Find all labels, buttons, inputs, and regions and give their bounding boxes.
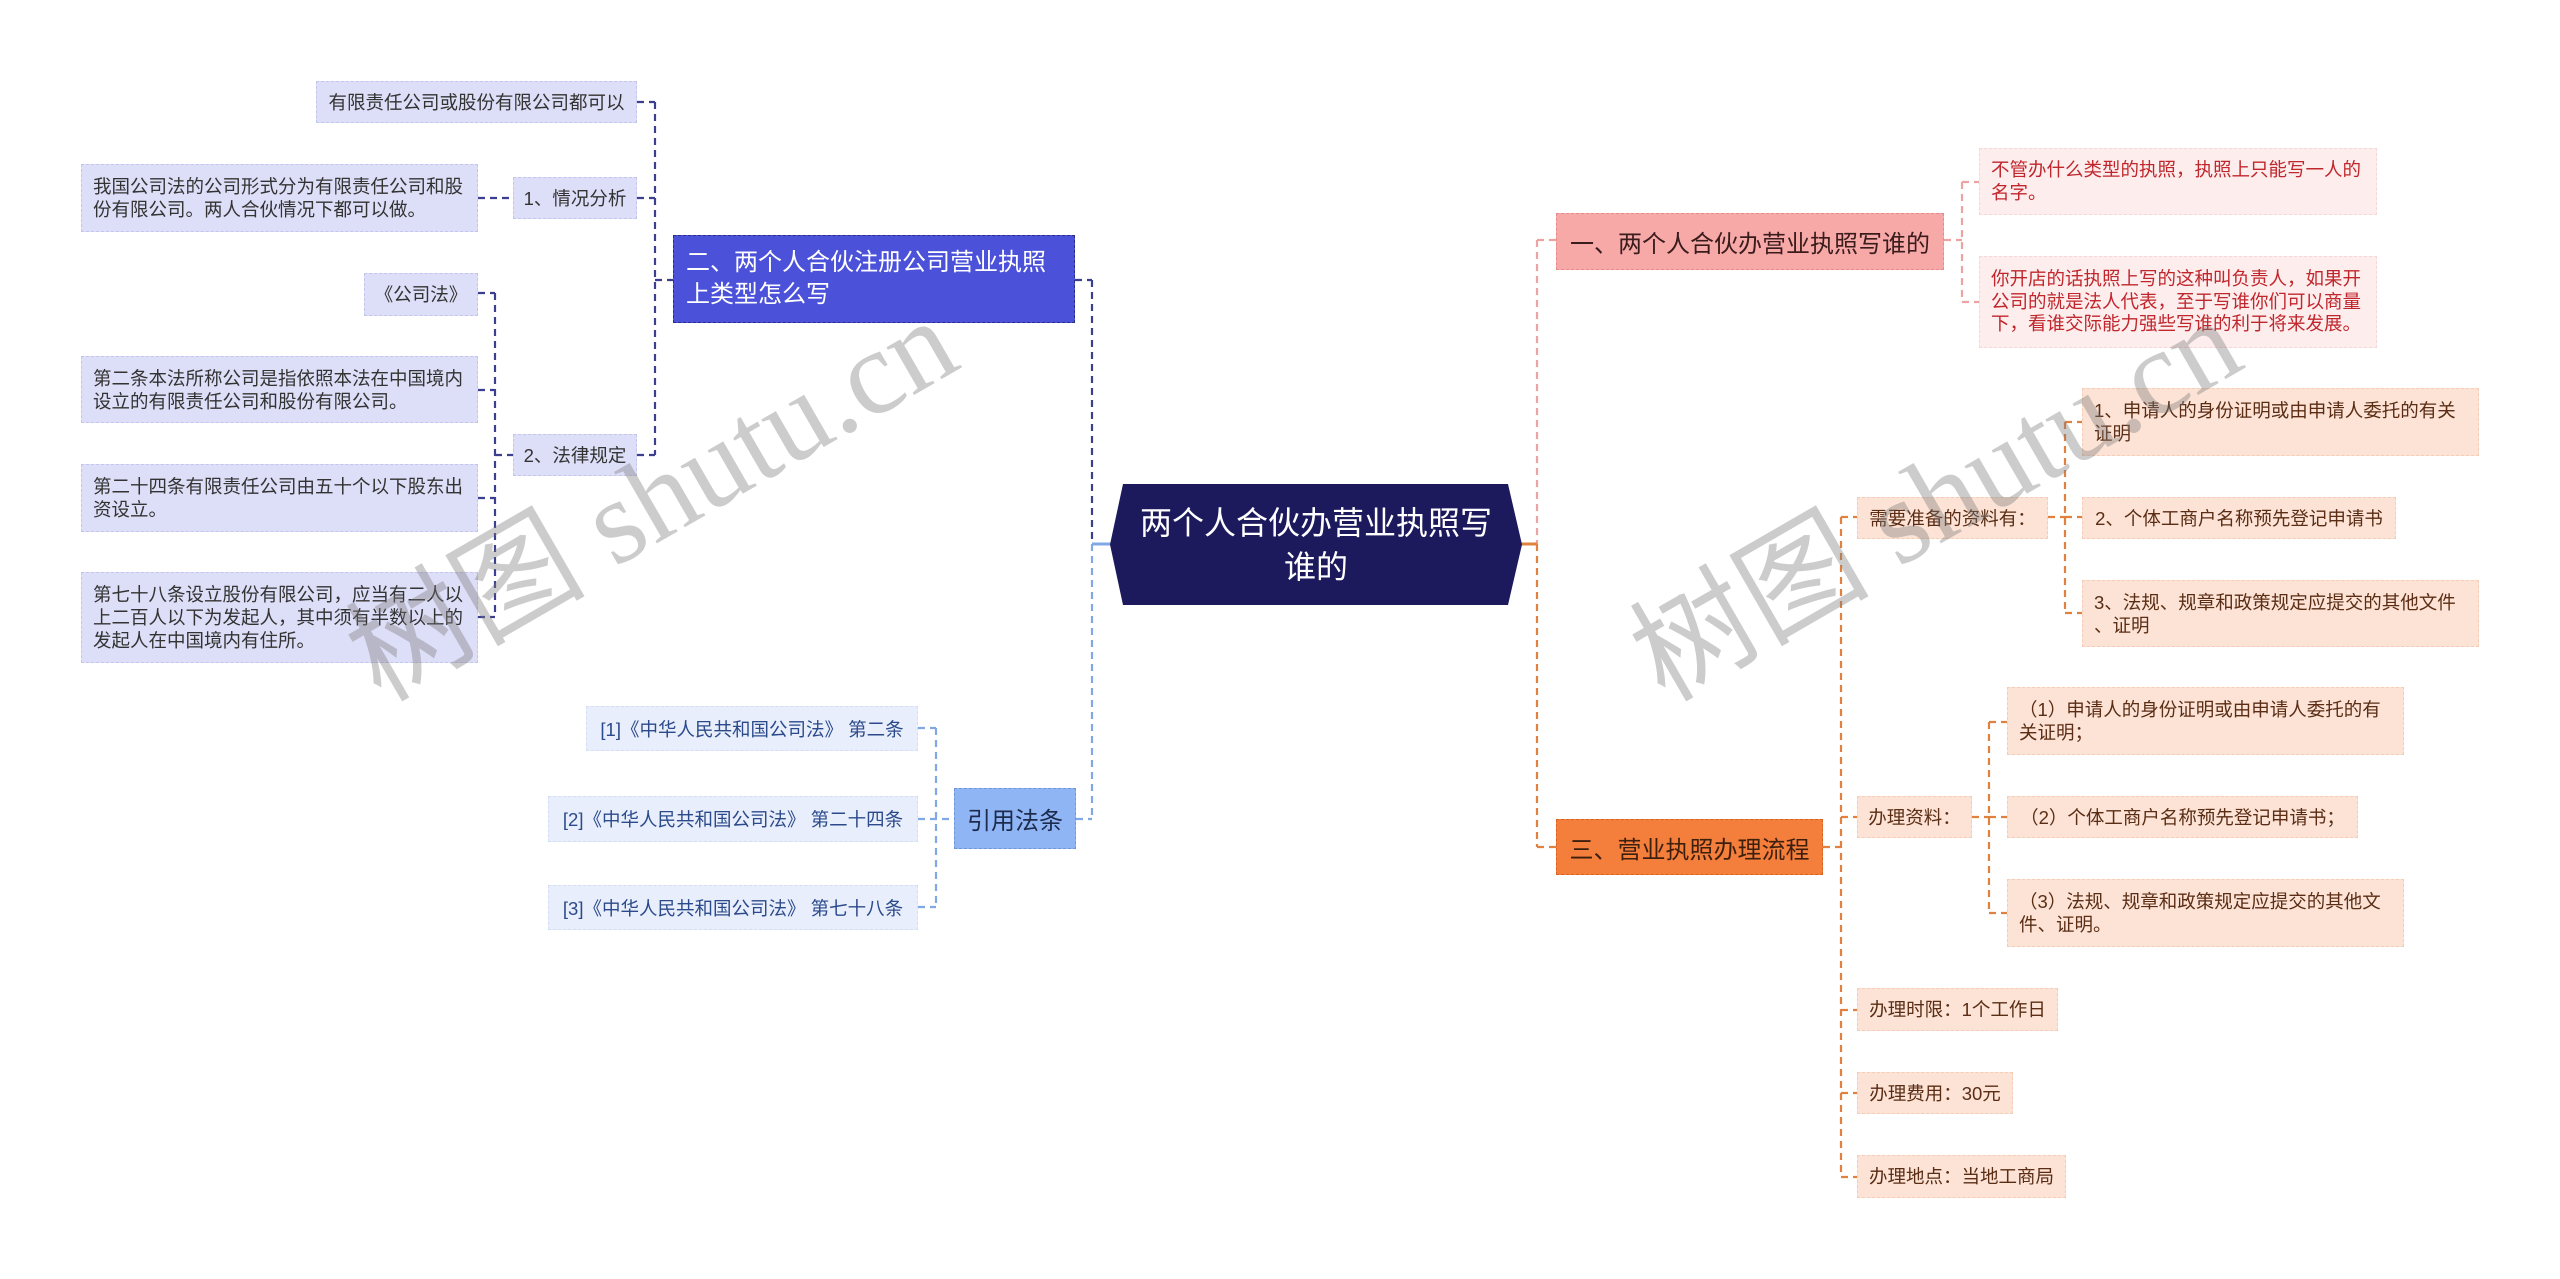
node-label: 《公司法》 — [374, 284, 468, 305]
node-label: 2、个体工商户名称预先登记申请书 — [2095, 507, 2383, 529]
node-label: [1]《中华人民共和国公司法》 第二条 — [600, 718, 904, 740]
node-only-one-name[interactable]: 不管办什么类型的执照，执照上只能写一人的名字。 — [1979, 148, 2377, 215]
node-processing-material-1[interactable]: （1）申请人的身份证明或由申请人委托的有关证明； — [2007, 687, 2404, 755]
node-processing-fee[interactable]: 办理费用：30元 — [1857, 1072, 2013, 1114]
node-analysis-detail[interactable]: 我国公司法的公司形式分为有限责任公司和股份有限公司。两人合伙情况下都可以做。 — [81, 164, 478, 232]
node-label: [3]《中华人民共和国公司法》 第七十八条 — [562, 897, 904, 919]
node-responsible-person[interactable]: 你开店的话执照上写的这种叫负责人，如果开公司的就是法人代表，至于写谁你们可以商量… — [1979, 256, 2377, 348]
node-branch-whose-name[interactable]: 一、两个人合伙办营业执照写谁的 — [1556, 213, 1944, 270]
node-reference-3[interactable]: [3]《中华人民共和国公司法》 第七十八条 — [548, 885, 918, 930]
node-label: 1、申请人的身份证明或由申请人委托的有关证明 — [2094, 400, 2456, 444]
node-label: （2）个体工商户名称预先登记申请书； — [2020, 806, 2345, 828]
node-label: 有限责任公司或股份有限公司都可以 — [328, 91, 625, 113]
node-label: （1）申请人的身份证明或由申请人委托的有关证明； — [2019, 699, 2381, 743]
node-label: 需要准备的资料有： — [1869, 507, 2036, 529]
node-label: 1、情况分析 — [523, 187, 627, 209]
node-article-24[interactable]: 第二十四条有限责任公司由五十个以下股东出资设立。 — [81, 464, 478, 532]
node-material-1[interactable]: 1、申请人的身份证明或由申请人委托的有关证明 — [2082, 388, 2479, 456]
node-processing-materials[interactable]: 办理资料： — [1857, 796, 1972, 838]
node-label: 你开店的话执照上写的这种叫负责人，如果开公司的就是法人代表，至于写谁你们可以商量… — [1991, 268, 2362, 335]
node-reference-2[interactable]: [2]《中华人民共和国公司法》 第二十四条 — [548, 796, 918, 842]
node-central-topic[interactable]: 两个人合伙办营业执照写谁的 — [1110, 484, 1522, 605]
node-material-2[interactable]: 2、个体工商户名称预先登记申请书 — [2082, 497, 2396, 539]
node-label: 办理时限：1个工作日 — [1869, 999, 2046, 1020]
node-cited-laws[interactable]: 引用法条 — [954, 788, 1076, 849]
node-label: 三、营业执照办理流程 — [1569, 836, 1810, 864]
node-label: 第二条本法所称公司是指依照本法在中国境内设立的有限责任公司和股份有限公司。 — [93, 367, 464, 412]
node-label: 第二十四条有限责任公司由五十个以下股东出资设立。 — [93, 476, 464, 520]
node-branch-license-process[interactable]: 三、营业执照办理流程 — [1556, 819, 1823, 875]
node-limited-or-joint-stock[interactable]: 有限责任公司或股份有限公司都可以 — [316, 81, 637, 123]
node-article-2[interactable]: 第二条本法所称公司是指依照本法在中国境内设立的有限责任公司和股份有限公司。 — [81, 356, 478, 423]
connector-references — [918, 544, 1094, 909]
node-label: 我国公司法的公司形式分为有限责任公司和股份有限公司。两人合伙情况下都可以做。 — [93, 176, 464, 220]
node-label: 第七十八条设立股份有限公司，应当有二人以上二百人以下为发起人，其中须有半数以上的… — [93, 584, 464, 651]
node-article-78[interactable]: 第七十八条设立股份有限公司，应当有二人以上二百人以下为发起人，其中须有半数以上的… — [81, 572, 478, 663]
node-label: 办理资料： — [1868, 806, 1961, 828]
node-material-3[interactable]: 3、法规、规章和政策规定应提交的其他文件、证明 — [2082, 580, 2479, 647]
node-required-materials[interactable]: 需要准备的资料有： — [1857, 497, 2048, 539]
central-topic-label: 两个人合伙办营业执照写谁的 — [1139, 504, 1492, 585]
node-legal-provisions[interactable]: 2、法律规定 — [513, 434, 637, 476]
node-label: 引用法条 — [967, 808, 1063, 835]
node-company-law[interactable]: 《公司法》 — [364, 273, 478, 316]
node-reference-1[interactable]: [1]《中华人民共和国公司法》 第二条 — [586, 706, 918, 751]
connector-branch1 — [1535, 180, 1979, 544]
node-label: 2、法律规定 — [523, 444, 627, 466]
connector-branch3 — [1535, 420, 2082, 1179]
node-processing-location[interactable]: 办理地点：当地工商局 — [1857, 1155, 2066, 1198]
node-label: （3）法规、规章和政策规定应提交的其他文件、证明。 — [2019, 891, 2381, 935]
connector-group — [478, 100, 2082, 1179]
node-label: 办理地点：当地工商局 — [1868, 1166, 2054, 1187]
node-situation-analysis[interactable]: 1、情况分析 — [513, 177, 637, 219]
node-label: 一、两个人合伙办营业执照写谁的 — [1570, 231, 1930, 258]
node-branch-registration-type[interactable]: 二、两个人合伙注册公司营业执照上类型怎么写 — [673, 235, 1075, 323]
connector-branch2 — [478, 100, 1094, 619]
node-processing-material-3[interactable]: （3）法规、规章和政策规定应提交的其他文件、证明。 — [2007, 879, 2404, 947]
node-processing-time[interactable]: 办理时限：1个工作日 — [1857, 988, 2058, 1031]
node-label: 不管办什么类型的执照，执照上只能写一人的名字。 — [1991, 159, 2362, 203]
node-label: 办理费用：30元 — [1869, 1082, 2001, 1104]
node-label: [2]《中华人民共和国公司法》 第二十四条 — [562, 809, 904, 830]
node-label: 3、法规、规章和政策规定应提交的其他文件、证明 — [2094, 591, 2456, 636]
node-label: 二、两个人合伙注册公司营业执照上类型怎么写 — [686, 249, 1046, 308]
node-processing-material-2[interactable]: （2）个体工商户名称预先登记申请书； — [2007, 796, 2358, 838]
